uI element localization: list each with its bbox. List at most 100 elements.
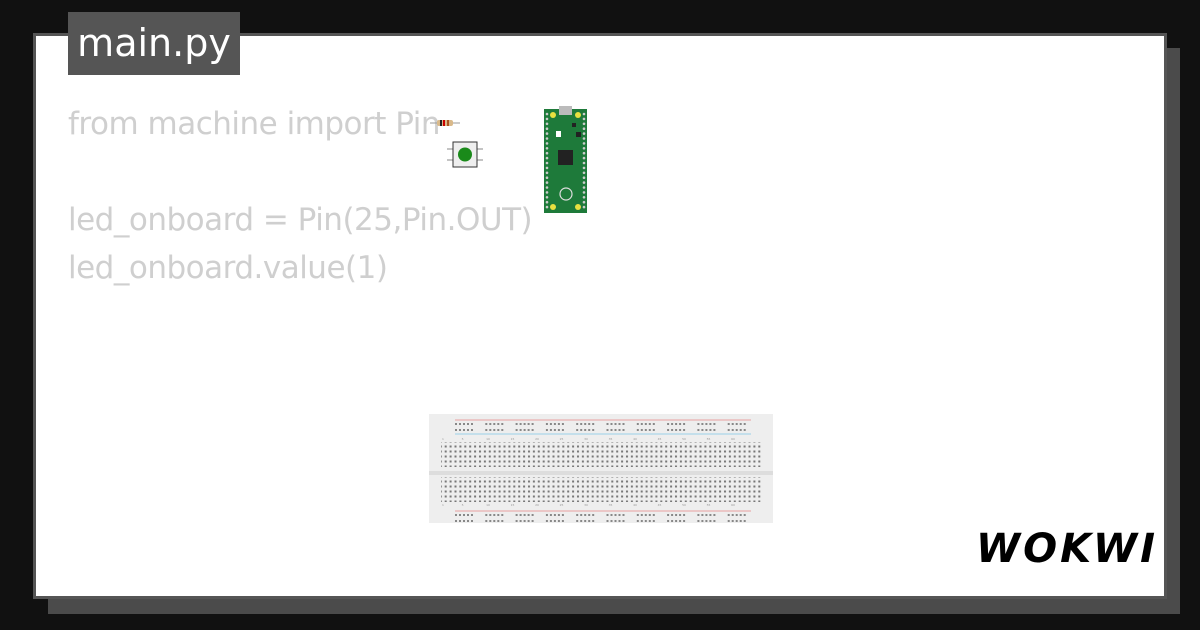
rail-hole <box>675 514 678 516</box>
rail-hole <box>697 423 700 425</box>
rail-hole <box>493 423 496 425</box>
rail-hole <box>467 423 469 425</box>
rail-hole <box>735 423 738 425</box>
rail-hole <box>501 429 504 431</box>
rail-hole <box>549 520 552 522</box>
code-preview: from machine import Pin led_onboard = Pi… <box>68 100 533 292</box>
rail-hole <box>675 423 678 425</box>
raspberry-pi-pico[interactable] <box>544 106 587 213</box>
rail-hole <box>622 423 625 425</box>
pico-pin <box>582 137 586 140</box>
rail-hole <box>455 514 457 516</box>
pico-pin <box>545 181 549 184</box>
rail-hole <box>743 429 746 431</box>
rail-hole <box>713 429 716 431</box>
rail-hole <box>679 423 682 425</box>
pico-pin <box>582 176 586 179</box>
code-line: led_onboard = Pin(25,Pin.OUT) <box>68 202 533 238</box>
rail-hole <box>545 429 548 431</box>
rail-hole <box>576 429 579 431</box>
rail-hole <box>471 429 473 431</box>
column-label: 45 <box>658 503 662 507</box>
pushbutton[interactable] <box>447 141 483 168</box>
rail-hole <box>576 423 579 425</box>
rail-hole <box>671 520 674 522</box>
rail-hole <box>705 429 708 431</box>
pico-pin <box>582 166 586 170</box>
rail-hole <box>485 514 488 516</box>
rail-hole <box>576 520 579 522</box>
rail-hole <box>557 514 560 516</box>
rail-hole <box>701 423 704 425</box>
rail-hole <box>463 520 465 522</box>
rail-hole <box>459 514 461 516</box>
rail-hole <box>471 520 473 522</box>
rail-hole <box>527 514 530 516</box>
pico-pin <box>545 127 549 130</box>
pico-pin <box>582 196 586 199</box>
pico-pin <box>545 196 549 199</box>
rail-hole <box>679 514 682 516</box>
rail-hole <box>592 423 595 425</box>
column-label: 25 <box>560 437 564 441</box>
rail-hole <box>667 429 670 431</box>
rail-hole <box>606 429 609 431</box>
resistor[interactable] <box>430 118 460 128</box>
rail-hole <box>636 514 639 516</box>
breadboard[interactable]: 1155101015152020252530303535404045455050… <box>429 414 773 523</box>
pico-pin <box>545 161 549 165</box>
rail-hole <box>709 429 712 431</box>
rail-hole <box>614 514 617 516</box>
pico-pin <box>545 200 549 204</box>
column-label: 55 <box>707 503 711 507</box>
rail-hole <box>576 514 579 516</box>
rail-hole <box>588 514 591 516</box>
rail-hole <box>592 429 595 431</box>
rail-hole <box>675 429 678 431</box>
rail-hole <box>701 520 704 522</box>
rail-hole <box>501 423 504 425</box>
rail-hole <box>557 423 560 425</box>
rail-hole <box>709 423 712 425</box>
rail-hole <box>697 429 700 431</box>
rail-hole <box>652 429 655 431</box>
column-label: 40 <box>633 437 637 441</box>
rail-hole <box>648 520 651 522</box>
rail-hole <box>519 429 522 431</box>
rail-hole <box>636 423 639 425</box>
rail-hole <box>493 520 496 522</box>
pico-pin <box>582 191 586 194</box>
rail-hole <box>705 520 708 522</box>
rail-hole <box>561 429 564 431</box>
pico-pin <box>582 205 586 209</box>
column-label: 20 <box>535 437 539 441</box>
rail-hole <box>648 429 651 431</box>
rail-hole <box>523 429 526 431</box>
rail-hole <box>588 520 591 522</box>
column-label: 60 <box>731 437 735 441</box>
rail-hole <box>523 423 526 425</box>
rail-hole <box>531 429 534 431</box>
rail-hole <box>606 423 609 425</box>
rail-hole <box>471 514 473 516</box>
rail-hole <box>610 423 613 425</box>
pico-pin <box>545 137 549 140</box>
rail-hole <box>493 429 496 431</box>
column-label: 5 <box>462 503 464 507</box>
rail-hole <box>519 514 522 516</box>
rail-hole <box>644 423 647 425</box>
rail-hole <box>705 423 708 425</box>
pico-pin <box>582 156 586 160</box>
rail-hole <box>727 520 730 522</box>
pico-pin <box>582 127 586 130</box>
rail-hole <box>557 520 560 522</box>
rail-hole <box>739 429 742 431</box>
rail-hole <box>455 429 457 431</box>
rail-hole <box>739 514 742 516</box>
file-tab[interactable]: main.py <box>68 12 240 75</box>
column-label: 35 <box>609 437 613 441</box>
rail-hole <box>644 514 647 516</box>
rail-hole <box>519 423 522 425</box>
rail-hole <box>610 520 613 522</box>
rail-hole <box>588 423 591 425</box>
